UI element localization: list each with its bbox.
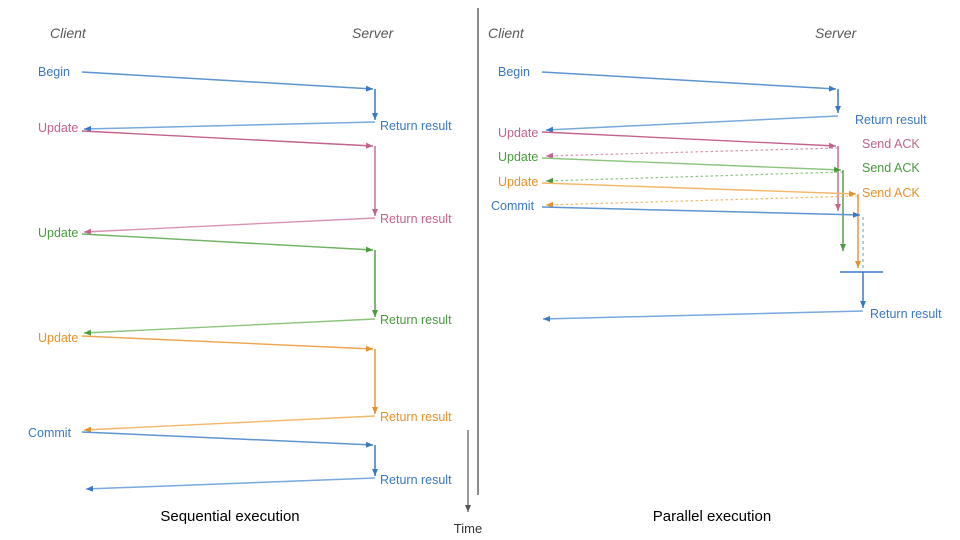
msg-label-send-ack-1: Send ACK [862, 137, 920, 151]
msg-label-commit-right: Commit [491, 199, 535, 213]
arrow-commit-request-right [541, 206, 861, 218]
flow-begin-left [81, 71, 378, 132]
msg-label-return-1-right: Return result [855, 113, 927, 127]
arrow-update-orange-request-right [541, 182, 857, 197]
msg-label-send-ack-2: Send ACK [862, 161, 920, 175]
msg-label-return-4-left: Return result [380, 410, 452, 424]
arrow-begin-request-right [541, 71, 837, 92]
lane-label-server-left: Server [352, 25, 395, 41]
msg-label-return-1-left: Return result [380, 119, 452, 133]
msg-label-return-final: Return result [870, 307, 942, 321]
arrow-return-result-5 [85, 477, 376, 492]
msg-label-commit-left: Commit [28, 426, 72, 440]
flow-update-pink-right [541, 131, 841, 211]
arrow-return-result-3 [83, 318, 376, 336]
arrow-send-ack-orange [545, 195, 859, 208]
flow-update-orange-right [541, 182, 861, 268]
time-axis-label: Time [454, 521, 482, 536]
arrow-return-result-2 [83, 217, 376, 235]
msg-label-update-2-right: Update [498, 150, 538, 164]
arrow-return-result-begin-right [545, 115, 839, 133]
arrow-commit-request [81, 431, 374, 448]
msg-label-return-5-left: Return result [380, 473, 452, 487]
flow-update-green-left [81, 233, 378, 336]
lane-label-server-right: Server [815, 25, 858, 41]
arrow-update-pink-request [81, 130, 374, 149]
caption-parallel: Parallel execution [653, 508, 771, 525]
caption-sequential: Sequential execution [160, 508, 299, 525]
msg-label-begin-right: Begin [498, 65, 530, 79]
arrow-begin-request [81, 71, 374, 92]
flow-update-orange-left [81, 335, 378, 433]
arrow-update-orange-request [81, 335, 374, 352]
flow-commit-left [81, 431, 378, 492]
msg-label-update-3-left: Update [38, 331, 78, 345]
flow-update-green-right [541, 157, 846, 251]
msg-label-return-2-left: Return result [380, 212, 452, 226]
arrow-send-ack-pink [545, 147, 839, 159]
lane-label-client-left: Client [50, 25, 87, 41]
arrow-return-result-4 [83, 415, 376, 433]
arrow-update-pink-request-right [541, 131, 837, 149]
msg-label-return-3-left: Return result [380, 313, 452, 327]
flow-update-pink-left [81, 130, 378, 235]
arrow-update-green-request-right [541, 157, 842, 173]
arrow-return-result-1 [83, 121, 376, 132]
panel-parallel: Client Server [488, 25, 942, 525]
flow-begin-right [541, 71, 841, 133]
arrow-return-result-final [542, 310, 864, 322]
msg-label-send-ack-3: Send ACK [862, 186, 920, 200]
arrow-send-ack-green [545, 171, 844, 184]
msg-label-update-1-left: Update [38, 121, 78, 135]
arrow-update-green-request [81, 233, 374, 253]
msg-label-update-1-right: Update [498, 126, 538, 140]
panel-sequential: Client Server [28, 25, 452, 525]
lane-label-client-right: Client [488, 25, 525, 41]
msg-label-update-3-right: Update [498, 175, 538, 189]
msg-label-begin-left: Begin [38, 65, 70, 79]
msg-label-update-2-left: Update [38, 226, 78, 240]
flow-commit-right [541, 206, 883, 322]
